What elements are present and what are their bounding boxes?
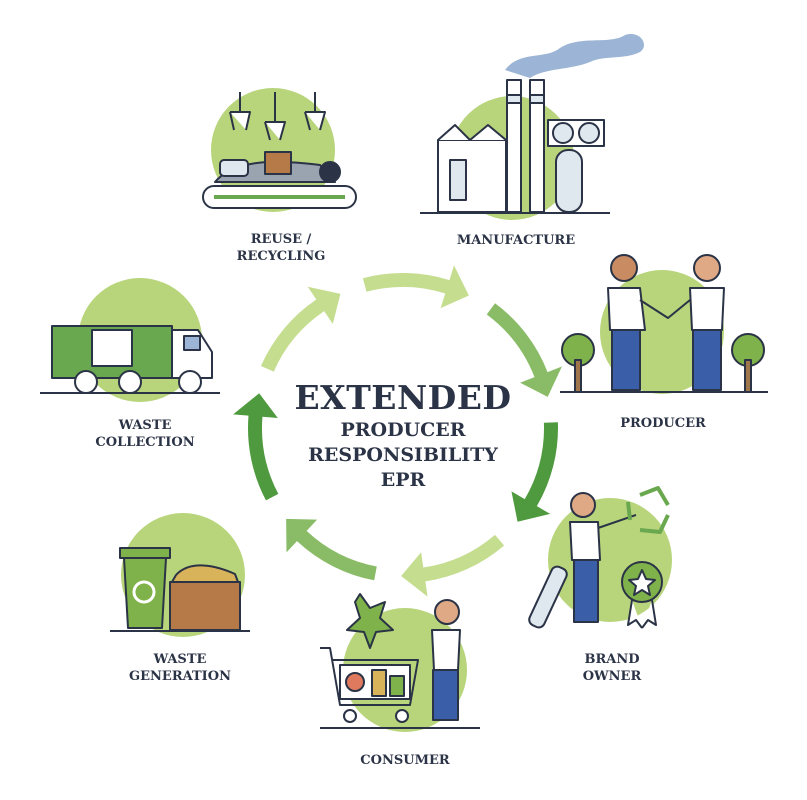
- label-reuse-recycling: REUSE /RECYCLING: [237, 232, 326, 264]
- cycle-arrow: [260, 286, 341, 372]
- waste-bin-icon: [110, 513, 250, 637]
- center-title-line3: RESPONSIBILITY: [308, 444, 498, 466]
- cycle-arrow: [486, 303, 562, 397]
- cycle-arrow: [233, 393, 279, 501]
- cycle-arrow: [286, 518, 377, 581]
- factory-icon: [420, 33, 645, 220]
- center-title: EXTENDED PRODUCER RESPONSIBILITY EPR: [283, 378, 523, 493]
- handshake-icon: [560, 254, 768, 394]
- center-title-line4: EPR: [380, 469, 426, 491]
- cycle-arrow: [362, 265, 469, 309]
- cycle-arrow: [401, 534, 505, 597]
- center-title-line1: EXTENDED: [294, 378, 512, 417]
- label-consumer: CONSUMER: [360, 753, 450, 768]
- shopping-cart-icon: [320, 593, 480, 732]
- center-title-line2: PRODUCER: [340, 419, 466, 441]
- recycling-conveyor-icon: [202, 88, 357, 212]
- recycle-pointing-icon: [528, 486, 672, 629]
- cycle-arrow: [511, 422, 559, 522]
- cycle-arrows: [233, 265, 562, 597]
- label-manufacture: MANUFACTURE: [457, 233, 575, 248]
- garbage-truck-icon: [40, 278, 220, 402]
- label-producer: PRODUCER: [620, 416, 706, 431]
